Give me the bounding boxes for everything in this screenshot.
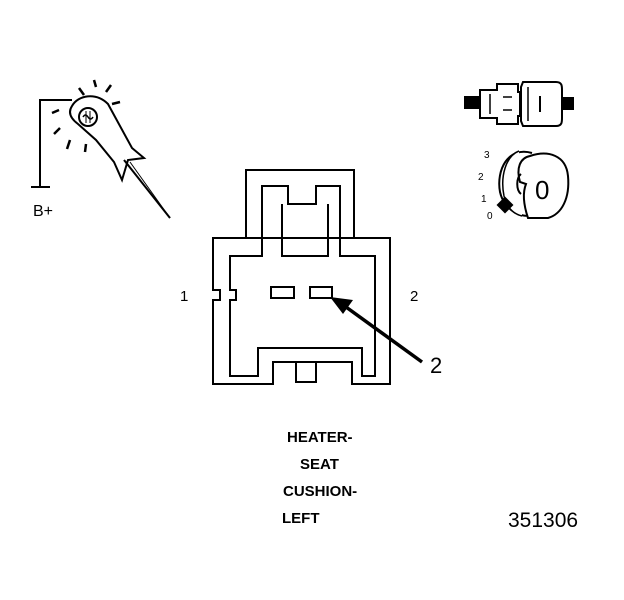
connector-cavity <box>229 185 376 377</box>
bottom-key-tab <box>295 361 317 383</box>
probe-label: B+ <box>33 203 53 220</box>
light-rays-icon <box>51 79 121 153</box>
position-1-label: 1 <box>481 194 487 205</box>
key-position-label: 0 <box>535 175 549 205</box>
top-key-tab <box>281 204 329 257</box>
probe-body <box>69 95 147 183</box>
caption-line-4: LEFT <box>282 510 320 527</box>
arrowhead-icon <box>330 297 353 314</box>
connector-housing <box>212 237 391 385</box>
caption-line-3: CUSHION- <box>283 483 358 500</box>
pin-1-label: 1 <box>180 288 188 305</box>
position-2-label: 2 <box>478 172 484 183</box>
connector-pair-icon <box>464 81 574 127</box>
position-0-label: 0 <box>487 211 493 222</box>
callout-number: 2 <box>430 353 442 378</box>
connector-latch <box>245 169 355 239</box>
probe-tip <box>123 159 171 219</box>
position-marker-icon <box>496 196 514 214</box>
caption-line-2: SEAT <box>300 456 339 473</box>
terminal-1-cavity <box>270 286 295 299</box>
callout-arrow <box>330 297 424 364</box>
position-3-label: 3 <box>484 150 490 161</box>
pin-2-label: 2 <box>410 288 418 305</box>
connector-face <box>212 169 391 385</box>
figure-number: 351306 <box>508 509 579 532</box>
key-icon <box>517 152 570 219</box>
ignition-switch-icon <box>496 150 570 219</box>
bulb-icon <box>78 107 98 127</box>
ground-wire <box>39 99 72 187</box>
terminal-2-cavity <box>309 286 333 299</box>
test-lamp-probe <box>31 79 171 219</box>
caption-line-1: HEATER- <box>287 429 353 446</box>
